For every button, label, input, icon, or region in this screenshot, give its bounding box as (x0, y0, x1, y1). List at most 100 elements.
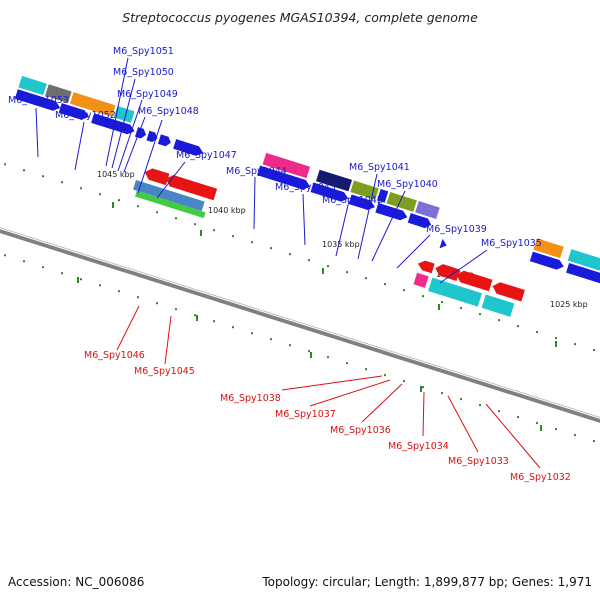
gene-label[interactable]: M6_Spy1050 (113, 67, 174, 78)
gene-label[interactable]: M6_Spy1035 (481, 238, 542, 249)
scale-tick (156, 211, 158, 214)
scale-tick (99, 284, 101, 287)
cds-arrow-reverse (417, 260, 435, 274)
scale-tick (384, 283, 386, 286)
scale-tick (517, 416, 519, 419)
scale-tick-major (77, 277, 79, 283)
gene-label[interactable]: M6_Spy1036 (330, 425, 391, 436)
gene-label[interactable]: M6_Spy1034 (388, 441, 449, 452)
lower-gene-labels: M6_Spy1046 M6_Spy1045 M6_Spy1038 M6_Spy1… (84, 350, 571, 483)
scale-tick (194, 314, 196, 317)
scale-tick (422, 295, 424, 298)
gene-label[interactable]: M6_Spy1032 (510, 472, 571, 483)
gene-label[interactable]: M6_Spy1045 (134, 366, 195, 377)
scale-tick (574, 343, 576, 346)
scale-tick (441, 301, 443, 304)
gene-block (481, 294, 515, 317)
scale-tick (289, 344, 291, 347)
gene-block (377, 188, 389, 203)
scale-tick (194, 223, 196, 226)
scale-tick (42, 175, 44, 178)
gene-block (45, 84, 72, 103)
gene-block (413, 272, 429, 288)
scale-tick (4, 163, 6, 166)
genome-summary-text: Topology: circular; Length: 1,899,877 bp… (262, 575, 592, 589)
gene-block (567, 249, 600, 272)
scale-tick (156, 302, 158, 305)
scale-tick (555, 428, 557, 431)
cds-arrow (529, 251, 564, 270)
scale-tick (308, 350, 310, 353)
gene-block (113, 105, 135, 123)
genes-lower-strand (133, 168, 525, 317)
gene-label[interactable]: M6_Spy1046 (84, 350, 145, 361)
scale-ticks (4, 163, 595, 443)
scale-tick (498, 410, 500, 413)
cds-arrow (566, 263, 600, 286)
scale-tick (365, 277, 367, 280)
scale-tick (327, 356, 329, 359)
gene-label[interactable]: M6_Spy1048 (138, 106, 199, 117)
scale-tick (61, 272, 63, 275)
scale-tick (555, 337, 557, 340)
gene-label[interactable]: M6_Spy1044 (226, 166, 287, 177)
scale-tick (251, 332, 253, 335)
scale-tick (460, 398, 462, 401)
gene-label[interactable]: M6_Spy1037 (275, 409, 336, 420)
tick-label-1035: 1035 kbp (322, 240, 360, 249)
cds-arrow (407, 213, 432, 229)
upper-gene-labels: M6_Spy1053 M6_Spy1052 M6_Spy1051 M6_Spy1… (8, 46, 542, 249)
scale-tick-major (438, 304, 440, 310)
scale-tick (137, 296, 139, 299)
scale-tick (574, 434, 576, 437)
scale-tick (118, 199, 120, 202)
gene-label[interactable]: M6_Spy1041 (349, 162, 410, 173)
cds-arrow-reverse (165, 174, 218, 201)
gene-block (315, 169, 353, 192)
upper-leader-lines (35, 57, 488, 284)
cds-arrow (173, 139, 204, 156)
scale-tick (42, 266, 44, 269)
scale-tick-major (200, 230, 202, 236)
scale-tick (270, 247, 272, 250)
scale-tick-major (555, 341, 557, 347)
gene-block (135, 190, 206, 219)
gene-block (350, 180, 379, 200)
gene-block (386, 191, 417, 212)
scale-tick (517, 325, 519, 328)
gene-label[interactable]: M6_Spy1047 (176, 150, 237, 161)
gene-label[interactable]: M6_Spy1049 (117, 89, 178, 100)
gene-label[interactable]: M6_Spy1043 (275, 182, 336, 193)
scale-tick-major (196, 315, 198, 321)
scale-tick (403, 289, 405, 292)
gene-label[interactable]: M6_Spy1039 (426, 224, 487, 235)
cds-arrow-reverse (492, 282, 525, 302)
gene-label[interactable]: M6_Spy1053 (8, 95, 69, 106)
scale-tick (118, 290, 120, 293)
scale-tick-major (322, 268, 324, 274)
scale-tick-major (310, 352, 312, 358)
gene-block (133, 179, 205, 212)
scale-tick (213, 229, 215, 232)
gene-label[interactable]: M6_Spy1033 (448, 456, 509, 467)
scale-tick (403, 380, 405, 383)
gene-label[interactable]: M6_Spy1051 (113, 46, 174, 57)
gene-block (69, 92, 116, 117)
scale-tick (479, 313, 481, 316)
accession-text: Accession: NC_006086 (8, 575, 145, 589)
scale-tick (346, 362, 348, 365)
scale-tick (175, 217, 177, 220)
cds-arrow (146, 130, 158, 143)
cds-arrow (375, 202, 408, 221)
tick-label-1025: 1025 kbp (550, 300, 588, 309)
scale-tick-major (540, 425, 542, 431)
gene-label[interactable]: M6_Spy1042 (322, 195, 383, 206)
scale-tick-major (112, 202, 114, 208)
gene-label[interactable]: M6_Spy1038 (220, 393, 281, 404)
scale-tick-major (420, 386, 422, 392)
scale-tick (536, 331, 538, 334)
gene-block (415, 200, 440, 220)
gene-label[interactable]: M6_Spy1040 (377, 179, 438, 190)
gene-label[interactable]: M6_Spy1052 (55, 110, 116, 121)
